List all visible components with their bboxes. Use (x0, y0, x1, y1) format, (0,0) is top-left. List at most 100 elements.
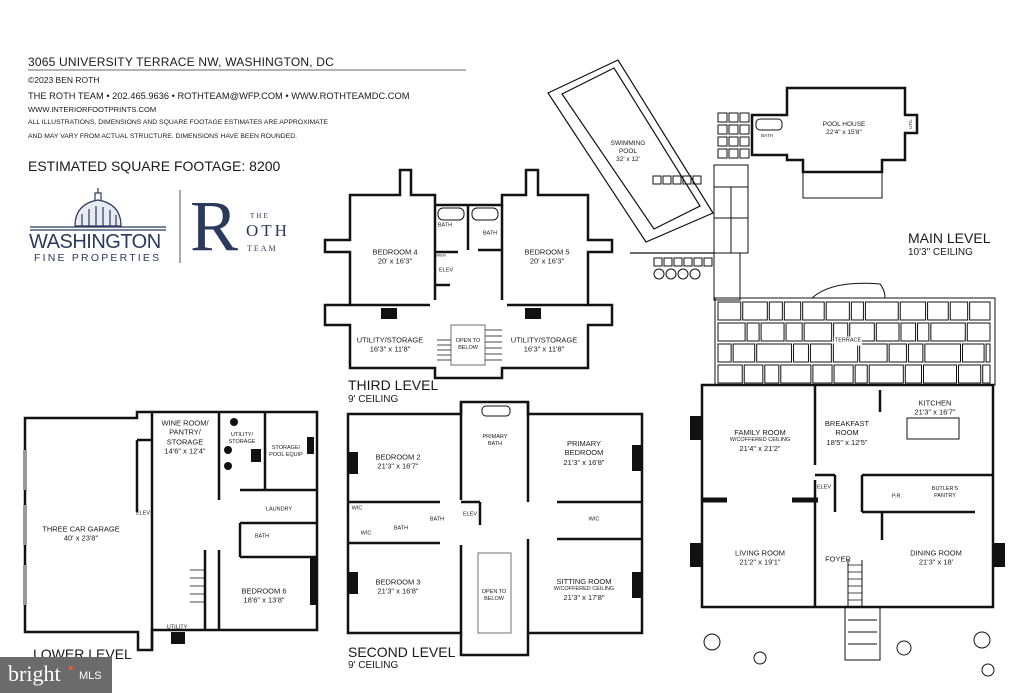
terrace-stone (924, 343, 961, 363)
terrace-stone (961, 343, 985, 363)
third-level-plan (323, 168, 614, 380)
terrace-stone (764, 364, 780, 384)
terrace-stone (907, 343, 924, 363)
terrace-stone (802, 301, 825, 321)
terrace-stonework (714, 282, 996, 386)
room-wic-1: WIC (351, 505, 363, 512)
lower-level-plan (23, 410, 319, 652)
terrace-stone (780, 364, 812, 384)
second-level-plan (346, 400, 644, 657)
main-level-ceiling: 10'3" CEILING (908, 247, 973, 258)
copyright: ©2023 BEN ROTH (28, 75, 100, 85)
square-footage: ESTIMATED SQUARE FOOTAGE: 8200 (28, 158, 281, 174)
room-storage-pool-equip: STORAGE/POOL EQUIP (269, 445, 303, 458)
room-powder-room: P.R. (892, 493, 902, 500)
swimming-pool (547, 59, 714, 243)
terrace-stone (957, 364, 982, 384)
room-pool-bath: BATH (761, 133, 773, 139)
terrace-stone (949, 301, 969, 321)
terrace-stone (768, 301, 783, 321)
disclaimer-line-2: AND MAY VARY FROM ACTUAL STRUCTURE. DIME… (28, 133, 298, 140)
room-pool-util: UTIL (908, 119, 914, 129)
terrace-stone (803, 322, 833, 342)
terrace-stone (923, 364, 957, 384)
wfp-logo-name: WASHINGTON (29, 231, 161, 253)
terrace-stone (742, 301, 768, 321)
room-wic-primary: WIC (588, 516, 600, 523)
terrace-stone (930, 322, 966, 342)
terrace-stone (793, 343, 809, 363)
watermark-brand: bright (8, 661, 61, 686)
room-bath-second-right: BATH (429, 516, 445, 523)
terrace-stone (785, 322, 803, 342)
fireplace-icon (690, 416, 702, 440)
watermark-suffix: MLS (79, 670, 102, 682)
room-utility-lower: UTILITY (166, 624, 188, 631)
website-link[interactable]: WWW.INTERIORFOOTPRINTS.COM (28, 105, 157, 114)
room-laundry: LAUNDRY (265, 506, 293, 513)
room-bath-second-left: BATH (393, 525, 409, 532)
landscape-trees (703, 607, 995, 677)
terrace-stone (875, 322, 900, 342)
terrace-stone (717, 301, 742, 321)
terrace-stone (717, 322, 746, 342)
third-level-title: THIRD LEVEL (348, 377, 439, 393)
roth-logo-r: R (190, 186, 239, 266)
roth-logo-team: TEAM (247, 244, 278, 253)
terrace-stone (756, 343, 793, 363)
room-bath-third-left: BATH (437, 222, 453, 229)
room-bath-third-right: BATH (482, 230, 498, 237)
terrace-stone (812, 364, 833, 384)
main-level-plan (690, 383, 1005, 609)
second-level-ceiling: 9' CEILING (348, 660, 399, 671)
room-wic-2: WIC (360, 530, 372, 537)
main-level-title: MAIN LEVEL (908, 230, 991, 246)
fireplace-icon (632, 445, 642, 471)
pool-house-plan (750, 86, 919, 199)
terrace-stone (809, 343, 832, 363)
room-elev-main: ELEV (816, 484, 832, 491)
bright-mls-watermark: bright MLS (0, 657, 112, 693)
third-level-ceiling: 9' CEILING (348, 394, 399, 405)
terrace-stone (904, 364, 923, 384)
fireplace-icon (348, 452, 358, 474)
wfp-logo-subtitle: FINE PROPERTIES (34, 252, 162, 264)
property-address: 3065 UNIVERSITY TERRACE NW, WASHINGTON, … (28, 55, 335, 69)
terrace-stone (833, 364, 854, 384)
contact-line: THE ROTH TEAM • 202.465.9636 • ROTHTEAM@… (28, 91, 410, 101)
capitol-dome-icon (30, 188, 166, 231)
terrace-stone (985, 343, 991, 363)
room-elev-second: ELEV (462, 511, 478, 518)
terrace-stone (927, 301, 949, 321)
terrace-stone (859, 343, 888, 363)
room-elev-third: ELEV (438, 267, 454, 274)
terrace-stone (864, 301, 899, 321)
room-bath-lower: BATH (254, 533, 270, 540)
terrace-stone (717, 364, 743, 384)
fireplace-icon (690, 543, 702, 567)
terrace-stone (832, 343, 859, 363)
room-linen: LINEN (434, 252, 446, 258)
disclaimer-line-1: ALL ILLUSTRATIONS, DIMENSIONS AND SQUARE… (28, 119, 328, 126)
terrace-stone (825, 301, 850, 321)
terrace-stone (783, 301, 802, 321)
